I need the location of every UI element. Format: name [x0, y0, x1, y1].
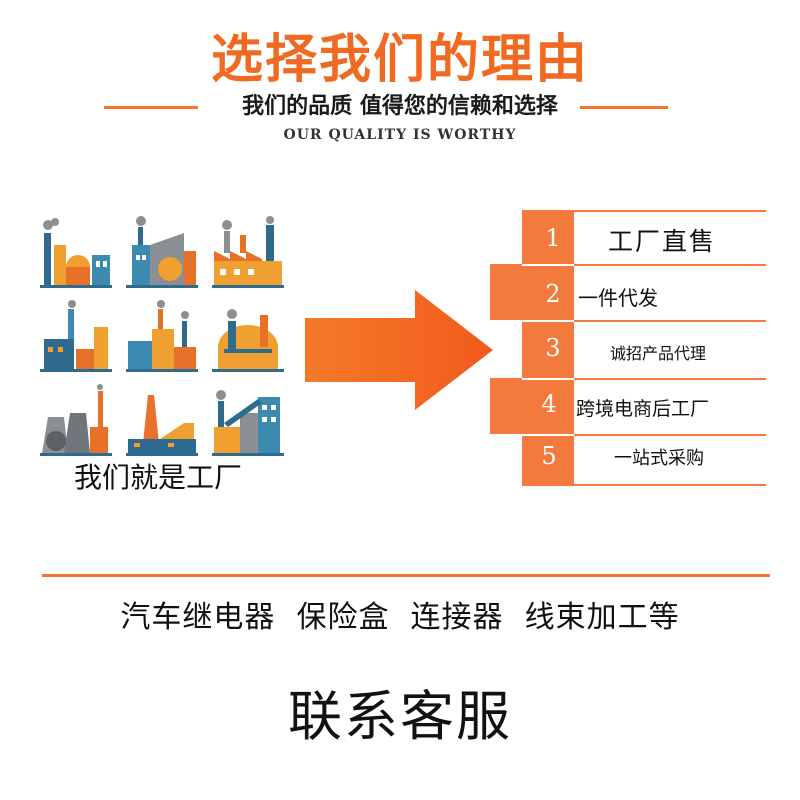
factory-caption: 我们就是工厂 [73, 461, 242, 494]
page-subtitle-english: OUR QUALITY IS WORTHY [283, 127, 517, 143]
factory-icon [40, 218, 112, 288]
page-subtitle: 我们的品质 值得您的信赖和选择 [242, 94, 558, 119]
step-label-3: 诚招产品代理 [610, 344, 707, 363]
factory-icon [212, 309, 284, 372]
factory-icon [212, 216, 284, 288]
title-divider-right [580, 106, 668, 109]
step-number-4: 4 [541, 390, 557, 418]
right-arrow-icon [305, 290, 493, 410]
factory-icon [212, 390, 284, 456]
page-title: 选择我们的理由 [210, 30, 589, 90]
contact-service-button[interactable]: 联系客服 [288, 685, 512, 748]
footer-divider [42, 574, 770, 577]
step-number-2: 2 [545, 280, 561, 308]
step-number-3: 3 [545, 334, 561, 362]
factory-icon [40, 384, 112, 456]
step-label-1: 工厂直售 [608, 227, 717, 256]
factory-icon [126, 216, 198, 288]
step-number-1: 1 [545, 224, 561, 252]
step-label-2: 一件代发 [578, 286, 658, 310]
step-label-5: 一站式采购 [614, 448, 704, 469]
factory-icon [40, 300, 112, 372]
factory-icon [126, 395, 198, 456]
steps-panel [490, 210, 766, 486]
product-list: 汽车继电器 保险盒 连接器 线束加工等 [120, 600, 680, 635]
step-label-4: 跨境电商后工厂 [576, 398, 710, 420]
factory-icon [126, 300, 198, 372]
step-number-5: 5 [541, 442, 557, 470]
title-divider-left [104, 106, 198, 109]
factory-grid [38, 215, 286, 456]
